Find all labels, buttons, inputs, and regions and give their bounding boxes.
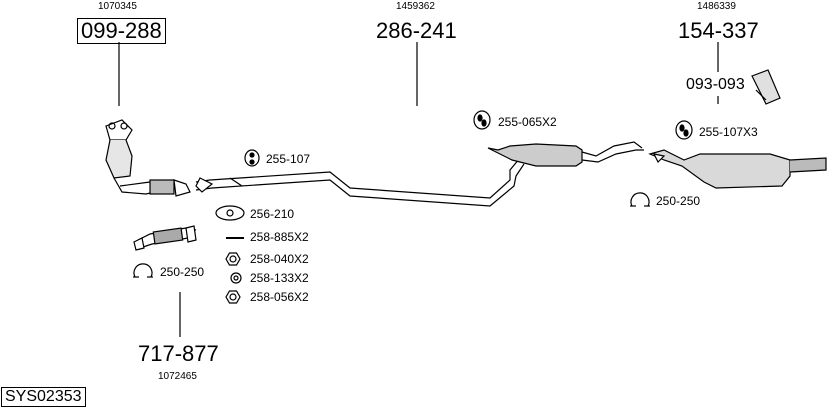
front-pipe-drawing	[133, 225, 197, 251]
catalytic-converter-drawing	[105, 119, 191, 197]
bracket-part-label: 093-093	[686, 76, 745, 93]
washer-258-133-label: 258-133X2	[250, 271, 309, 285]
system-code-label: SYS02353	[1, 387, 86, 407]
hanger-255-065-drawing	[473, 110, 491, 130]
front-pipe-ref-number: 1072465	[158, 371, 197, 382]
hanger-255-107x3-label: 255-107X3	[699, 125, 758, 139]
center-pipe-drawing	[195, 141, 644, 207]
gasket-256-210-drawing	[215, 205, 245, 221]
rear-part-number: 154-337	[678, 18, 759, 43]
clamp-250-250-right-drawing	[630, 192, 650, 207]
clamp-250-250-right-label: 250-250	[656, 194, 701, 208]
bolt-258-885-label: 258-885X2	[250, 230, 309, 244]
bracket-drawing	[751, 69, 781, 105]
catalyst-part-number: 099-288	[77, 18, 166, 44]
center-ref-number: 1459362	[396, 1, 435, 12]
hanger-255-107-drawing	[244, 149, 260, 167]
clamp-250-250-left-drawing	[133, 263, 153, 278]
nut-258-056-drawing	[225, 290, 241, 304]
clamp-250-250-left-label: 250-250	[160, 265, 205, 279]
hanger-255-065-label: 255-065X2	[498, 115, 557, 129]
catalyst-ref-number: 1070345	[98, 1, 137, 12]
nut-258-056-label: 258-056X2	[250, 290, 309, 304]
front-pipe-part-number: 717-877	[138, 341, 219, 366]
rear-ref-number: 1486339	[697, 1, 736, 12]
hanger-255-107x3-drawing	[675, 120, 693, 140]
washer-258-133-drawing	[230, 272, 242, 284]
center-part-number: 286-241	[376, 18, 457, 43]
nut-258-040-label: 258-040X2	[250, 252, 309, 266]
hanger-255-107-label: 255-107	[266, 152, 311, 166]
nut-258-040-drawing	[225, 252, 241, 266]
gasket-256-210-label: 256-210	[250, 207, 295, 221]
rear-silencer-drawing	[648, 149, 827, 189]
